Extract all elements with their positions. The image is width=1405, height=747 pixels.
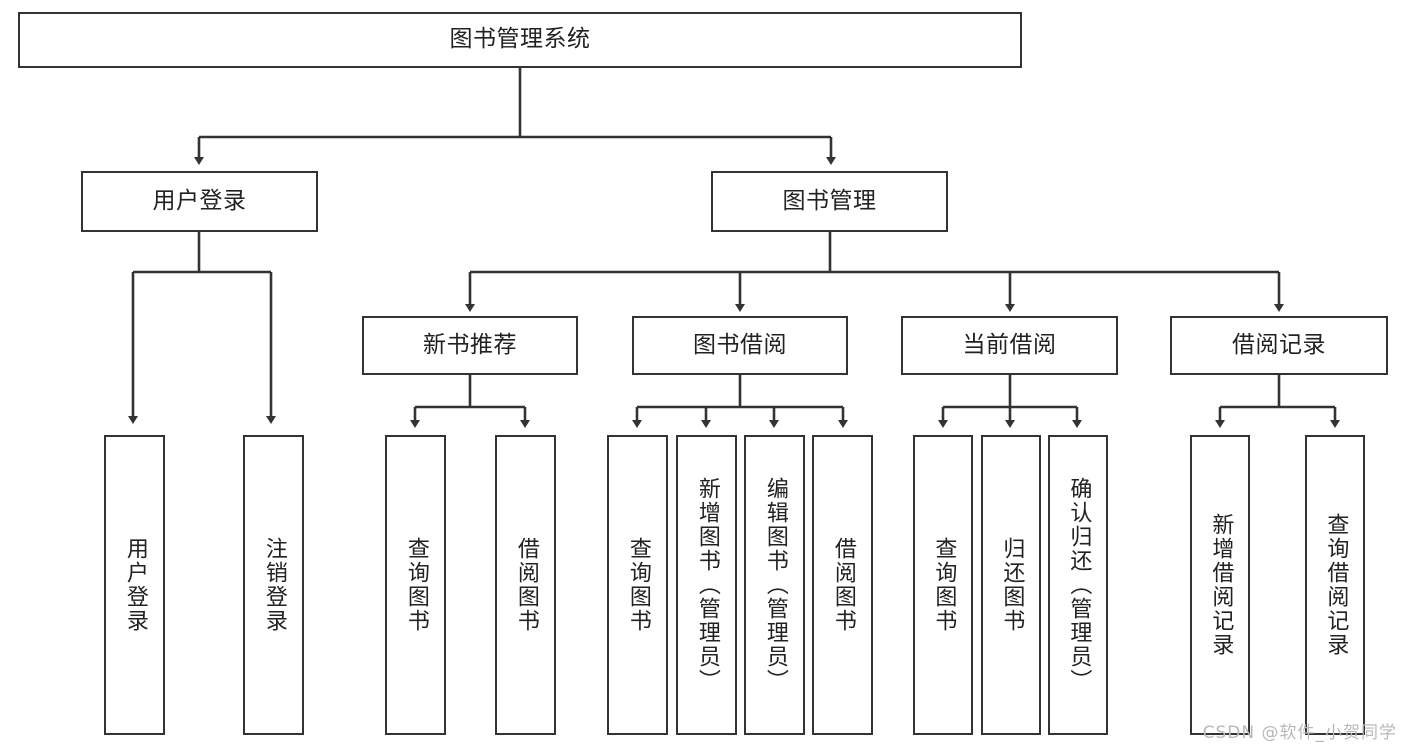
watermark-text: CSDN @软件_小贺同学 <box>1202 723 1397 743</box>
leaf-newbook-query-book[interactable]: 查询图书 <box>385 435 446 735</box>
node-label: 注销登录 <box>261 537 287 633</box>
node-label: 借阅图书 <box>513 537 539 633</box>
node-label: 新增借阅记录 <box>1208 513 1234 657</box>
node-borrow-record[interactable]: 借阅记录 <box>1170 316 1388 375</box>
leaf-borrow-query-book[interactable]: 查询图书 <box>607 435 668 735</box>
node-label: 用户登录 <box>152 187 247 214</box>
node-book-management[interactable]: 图书管理 <box>711 171 948 232</box>
leaf-logout-login[interactable]: 注销登录 <box>243 435 304 735</box>
node-label: 当前借阅 <box>962 331 1057 358</box>
leaf-borrow-edit-book[interactable]: 编辑图书（管理员） <box>744 435 805 735</box>
node-current-borrow[interactable]: 当前借阅 <box>901 316 1118 375</box>
node-book-borrow[interactable]: 图书借阅 <box>632 316 848 375</box>
node-label: 查询图书 <box>625 537 651 633</box>
node-label: 用户登录 <box>122 537 148 633</box>
node-label: 查询借阅记录 <box>1323 513 1349 657</box>
leaf-borrow-borrow-book[interactable]: 借阅图书 <box>812 435 873 735</box>
leaf-newbook-borrow-book[interactable]: 借阅图书 <box>495 435 556 735</box>
node-label: 查询图书 <box>931 537 957 633</box>
node-user-login[interactable]: 用户登录 <box>81 171 318 232</box>
node-label: 图书借阅 <box>693 331 787 358</box>
node-root-system[interactable]: 图书管理系统 <box>18 12 1022 68</box>
node-label: 新书推荐 <box>423 331 517 358</box>
leaf-current-query-book[interactable]: 查询图书 <box>913 435 973 735</box>
leaf-record-add-record[interactable]: 新增借阅记录 <box>1190 435 1250 735</box>
node-label: 借阅记录 <box>1232 331 1326 358</box>
leaf-user-login[interactable]: 用户登录 <box>104 435 165 735</box>
node-label: 图书管理 <box>782 187 877 214</box>
node-label: 确认归还（管理员） <box>1066 477 1092 693</box>
leaf-current-confirm-return[interactable]: 确认归还（管理员） <box>1048 435 1108 735</box>
node-label: 编辑图书（管理员） <box>762 477 788 693</box>
node-label: 图书管理系统 <box>449 26 591 53</box>
node-new-book-recommend[interactable]: 新书推荐 <box>362 316 578 375</box>
leaf-current-return-book[interactable]: 归还图书 <box>981 435 1041 735</box>
leaf-borrow-add-book[interactable]: 新增图书（管理员） <box>676 435 737 735</box>
leaf-record-query-record[interactable]: 查询借阅记录 <box>1305 435 1365 735</box>
node-label: 查询图书 <box>403 537 429 633</box>
node-label: 新增图书（管理员） <box>694 477 720 693</box>
node-label: 借阅图书 <box>830 537 856 633</box>
node-label: 归还图书 <box>999 537 1025 633</box>
